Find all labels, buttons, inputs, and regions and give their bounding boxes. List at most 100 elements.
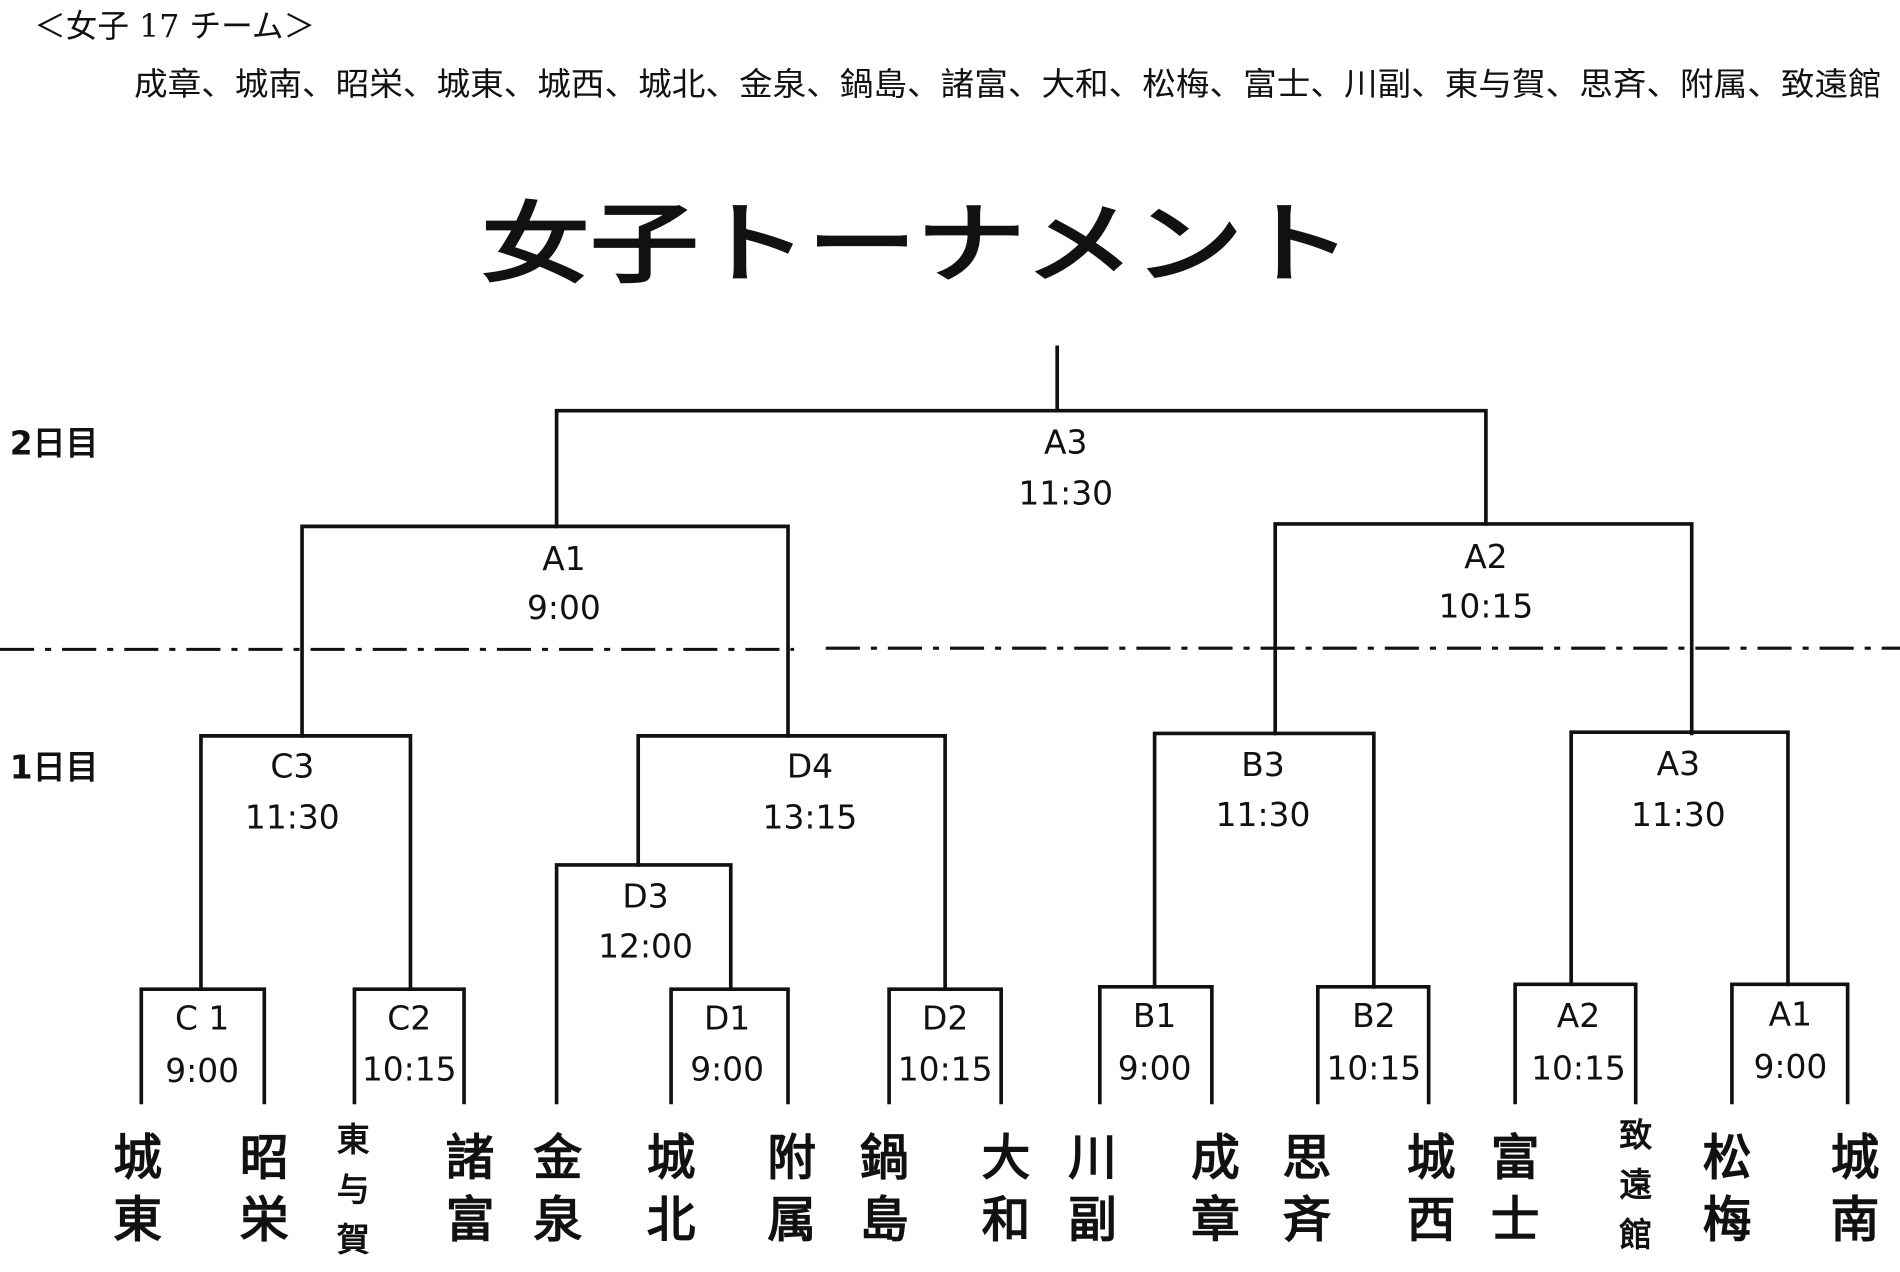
match-time: 11:30: [245, 797, 340, 836]
bracket-d2: [887, 987, 1003, 1105]
team-list: 成章、城南、昭栄、城東、城西、城北、金泉、鍋島、諸富、大和、松梅、富士、川副、東…: [134, 67, 1882, 103]
team-name: 成章: [1191, 1130, 1240, 1248]
team-name-char: 金: [533, 1130, 582, 1186]
team-name: 諸富: [446, 1130, 495, 1248]
team-name-char: 和: [982, 1192, 1031, 1248]
team-name: 城北: [647, 1130, 696, 1248]
match-time: 10:15: [1531, 1048, 1626, 1087]
team-name-char: 梅: [1703, 1192, 1752, 1248]
match-id: B2: [1352, 996, 1395, 1035]
team-name-char: 士: [1491, 1192, 1540, 1248]
team-name-char: 富: [1491, 1130, 1540, 1186]
team-name-char: 賀: [337, 1220, 370, 1259]
team-name-char: 栄: [240, 1192, 289, 1248]
team-name-char: 松: [1703, 1130, 1752, 1186]
team-name-char: 大: [982, 1130, 1031, 1186]
team-name: 思斉: [1282, 1130, 1331, 1248]
bracket-a1-day1: [1730, 982, 1850, 1105]
match-time: 10:15: [362, 1050, 457, 1089]
day2-matches: A3 11:30 A1 9:00 A2 10:15: [527, 422, 1533, 627]
match-id: A3: [1657, 744, 1700, 783]
bracket-a2-day1: [1513, 982, 1638, 1105]
bracket-b1: [1097, 984, 1214, 1105]
match-time: 10:15: [1439, 587, 1534, 626]
team-name-char: 思: [1282, 1130, 1331, 1186]
match-time: 9:00: [1118, 1048, 1192, 1087]
bracket-lines: [139, 345, 1850, 1105]
bracket-final: [554, 345, 1488, 529]
day1-matches: C3 11:30 D4 13:15 D3 12:00 B3 11:30 A3 1…: [165, 744, 1827, 1090]
bracket-c1: [139, 987, 267, 1105]
match-time: 9:00: [690, 1050, 764, 1089]
team-name: 昭栄: [240, 1130, 289, 1248]
team-name-char: 城: [1407, 1130, 1456, 1186]
match-id: D3: [622, 877, 668, 916]
match-time: 10:15: [898, 1050, 993, 1089]
match-id: A1: [1769, 995, 1812, 1034]
day2-label: 2日目: [10, 424, 99, 463]
team-name-char: 属: [767, 1192, 816, 1248]
match-time: 11:30: [1631, 795, 1726, 834]
bracket-d3: [554, 863, 733, 1105]
match-time: 11:30: [1216, 795, 1311, 834]
bracket-b3: [1152, 731, 1376, 989]
team-name-char: 富: [446, 1192, 495, 1248]
match-id: B1: [1133, 996, 1176, 1035]
bracket-b2: [1315, 984, 1431, 1105]
team-name-char: 東: [337, 1120, 370, 1159]
group-label: ＜女子 17 チーム＞: [34, 9, 315, 45]
bracket-semifinal-left: [300, 524, 790, 738]
day-separator: [0, 646, 1900, 651]
team-name-char: 昭: [240, 1130, 289, 1186]
bracket-a3-day1: [1569, 730, 1790, 987]
team-name-char: 鍋: [860, 1130, 909, 1186]
team-name-char: 西: [1407, 1192, 1456, 1248]
page-title: 女子トーナメント: [481, 193, 1352, 295]
team-name: 城西: [1407, 1130, 1456, 1248]
team-name-char: 南: [1831, 1192, 1880, 1248]
team-name-char: 城: [647, 1130, 696, 1186]
match-id: A1: [542, 539, 585, 578]
team-name-char: 附: [767, 1130, 816, 1186]
match-id: C3: [270, 746, 314, 785]
match-id: C 1: [175, 998, 229, 1037]
match-id: A2: [1557, 996, 1600, 1035]
match-time: 9:00: [527, 588, 601, 627]
team-name: 鍋島: [860, 1130, 909, 1248]
team-name: 城東: [113, 1130, 162, 1248]
team-name-char: 章: [1191, 1192, 1240, 1248]
team-name-char: 城: [113, 1130, 162, 1186]
bracket-d1: [669, 987, 790, 1105]
bracket-c3: [199, 734, 413, 992]
team-name-char: 東: [113, 1192, 162, 1248]
match-time: 11:30: [1018, 473, 1113, 512]
team-name-char: 北: [647, 1192, 696, 1248]
team-name: 金泉: [533, 1130, 582, 1248]
match-id: C2: [387, 998, 431, 1037]
bracket-semifinal-right: [1273, 522, 1694, 736]
match-id: D4: [787, 746, 833, 785]
team-name-char: 館: [1619, 1215, 1652, 1254]
team-name: 致遠館: [1619, 1115, 1652, 1254]
team-name-char: 遠: [1619, 1165, 1652, 1204]
team-name: 東与賀: [337, 1120, 370, 1259]
match-id: A3: [1044, 422, 1087, 461]
bracket-d4: [636, 734, 947, 992]
match-time: 10:15: [1326, 1048, 1421, 1087]
team-name-char: 斉: [1282, 1192, 1331, 1248]
team-name-char: 城: [1831, 1130, 1880, 1186]
team-name: 附属: [767, 1130, 816, 1248]
team-name: 川副: [1068, 1130, 1117, 1248]
team-name: 城南: [1831, 1130, 1880, 1248]
match-time: 12:00: [598, 927, 693, 966]
match-time: 9:00: [1753, 1047, 1827, 1086]
match-time: 13:15: [763, 797, 858, 836]
team-name-char: 諸: [446, 1130, 495, 1186]
match-id: D1: [704, 998, 750, 1037]
match-id: A2: [1464, 537, 1507, 576]
team-name-char: 致: [1619, 1115, 1652, 1154]
bracket-c2: [352, 987, 466, 1105]
day1-label: 1日目: [10, 748, 99, 787]
team-name: 富士: [1491, 1130, 1540, 1248]
